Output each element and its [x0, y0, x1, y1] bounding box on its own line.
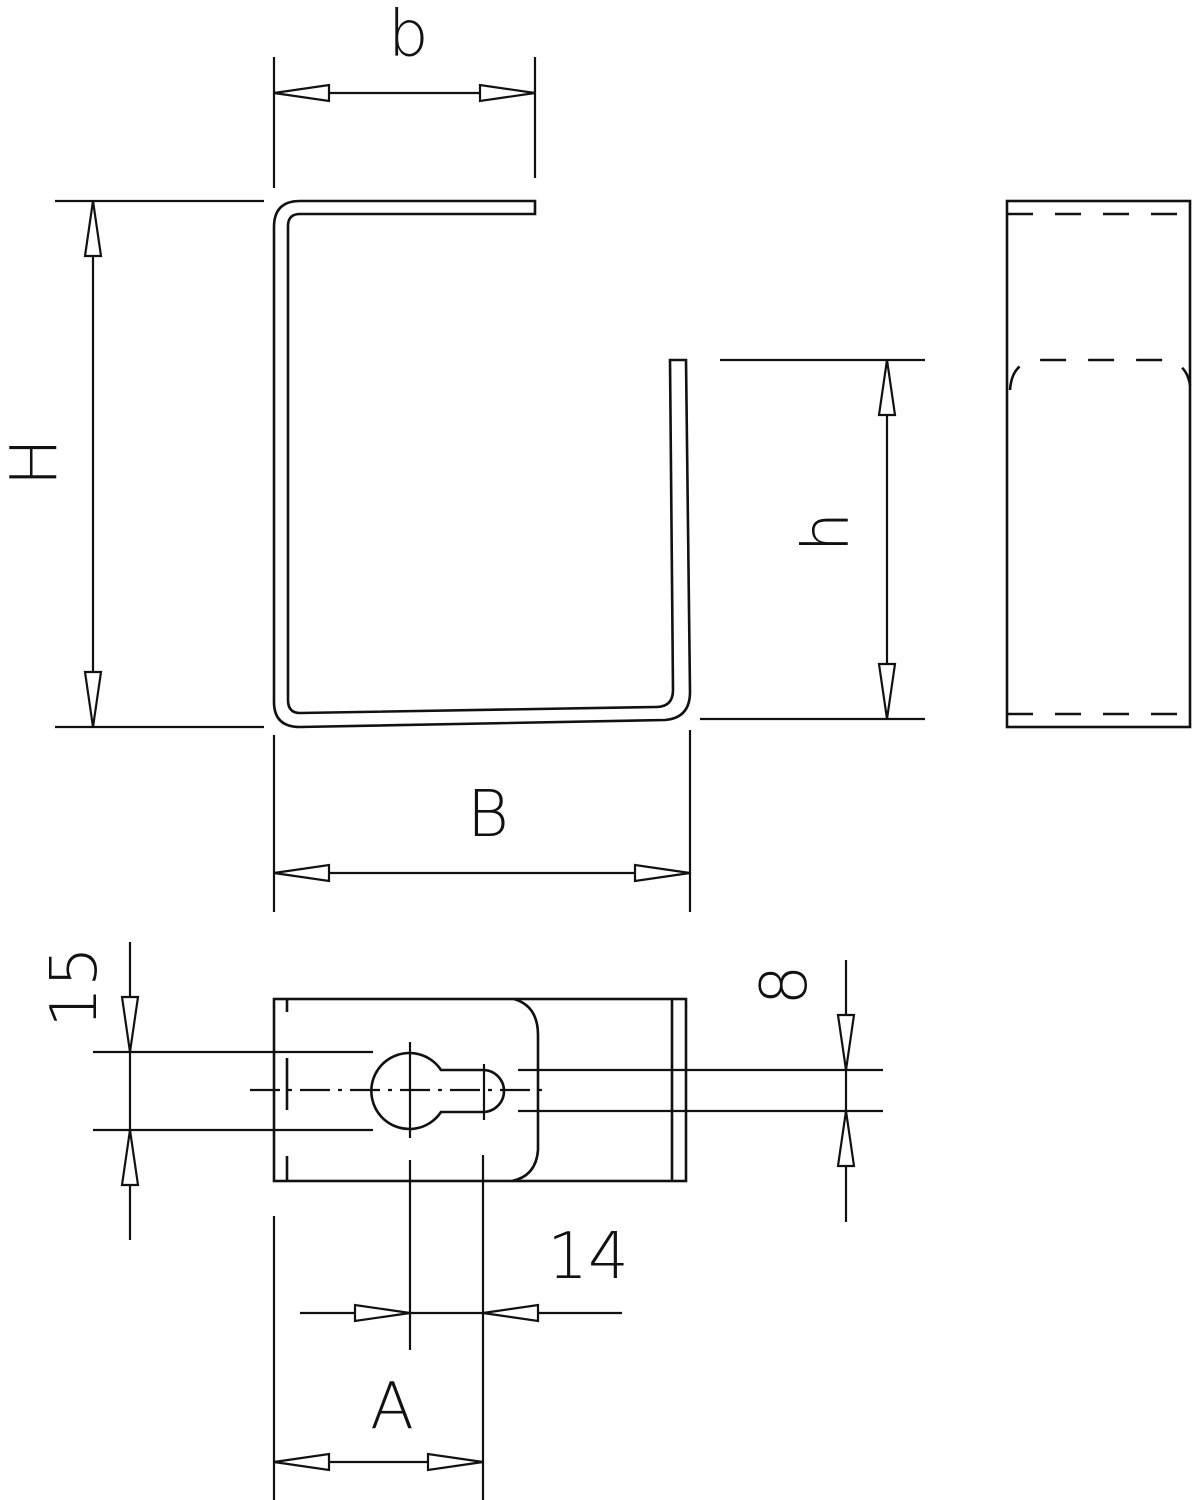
- hook-outer-profile: [272, 199, 692, 729]
- label-8: 8: [748, 965, 822, 1006]
- dimension-H: H: [0, 199, 264, 729]
- label-B: B: [467, 778, 509, 852]
- label-h: h: [790, 512, 864, 553]
- dimension-A: A: [272, 1216, 485, 1500]
- dimension-h: h: [700, 358, 925, 721]
- label-A: A: [370, 1370, 414, 1444]
- label-b: b: [388, 0, 429, 72]
- label-15: 15: [38, 946, 112, 1027]
- label-14: 14: [547, 1220, 628, 1294]
- dimension-14: 14: [300, 1155, 629, 1500]
- dimension-8: 8: [518, 960, 883, 1222]
- end-view: [1005, 199, 1192, 729]
- plan-view: [250, 997, 688, 1183]
- dimension-B: B: [272, 730, 692, 912]
- keyhole-slot: [370, 1051, 506, 1131]
- dimension-b: b: [272, 0, 537, 188]
- dimension-15: 15: [38, 942, 373, 1240]
- label-H: H: [0, 438, 72, 486]
- side-view: [272, 199, 692, 729]
